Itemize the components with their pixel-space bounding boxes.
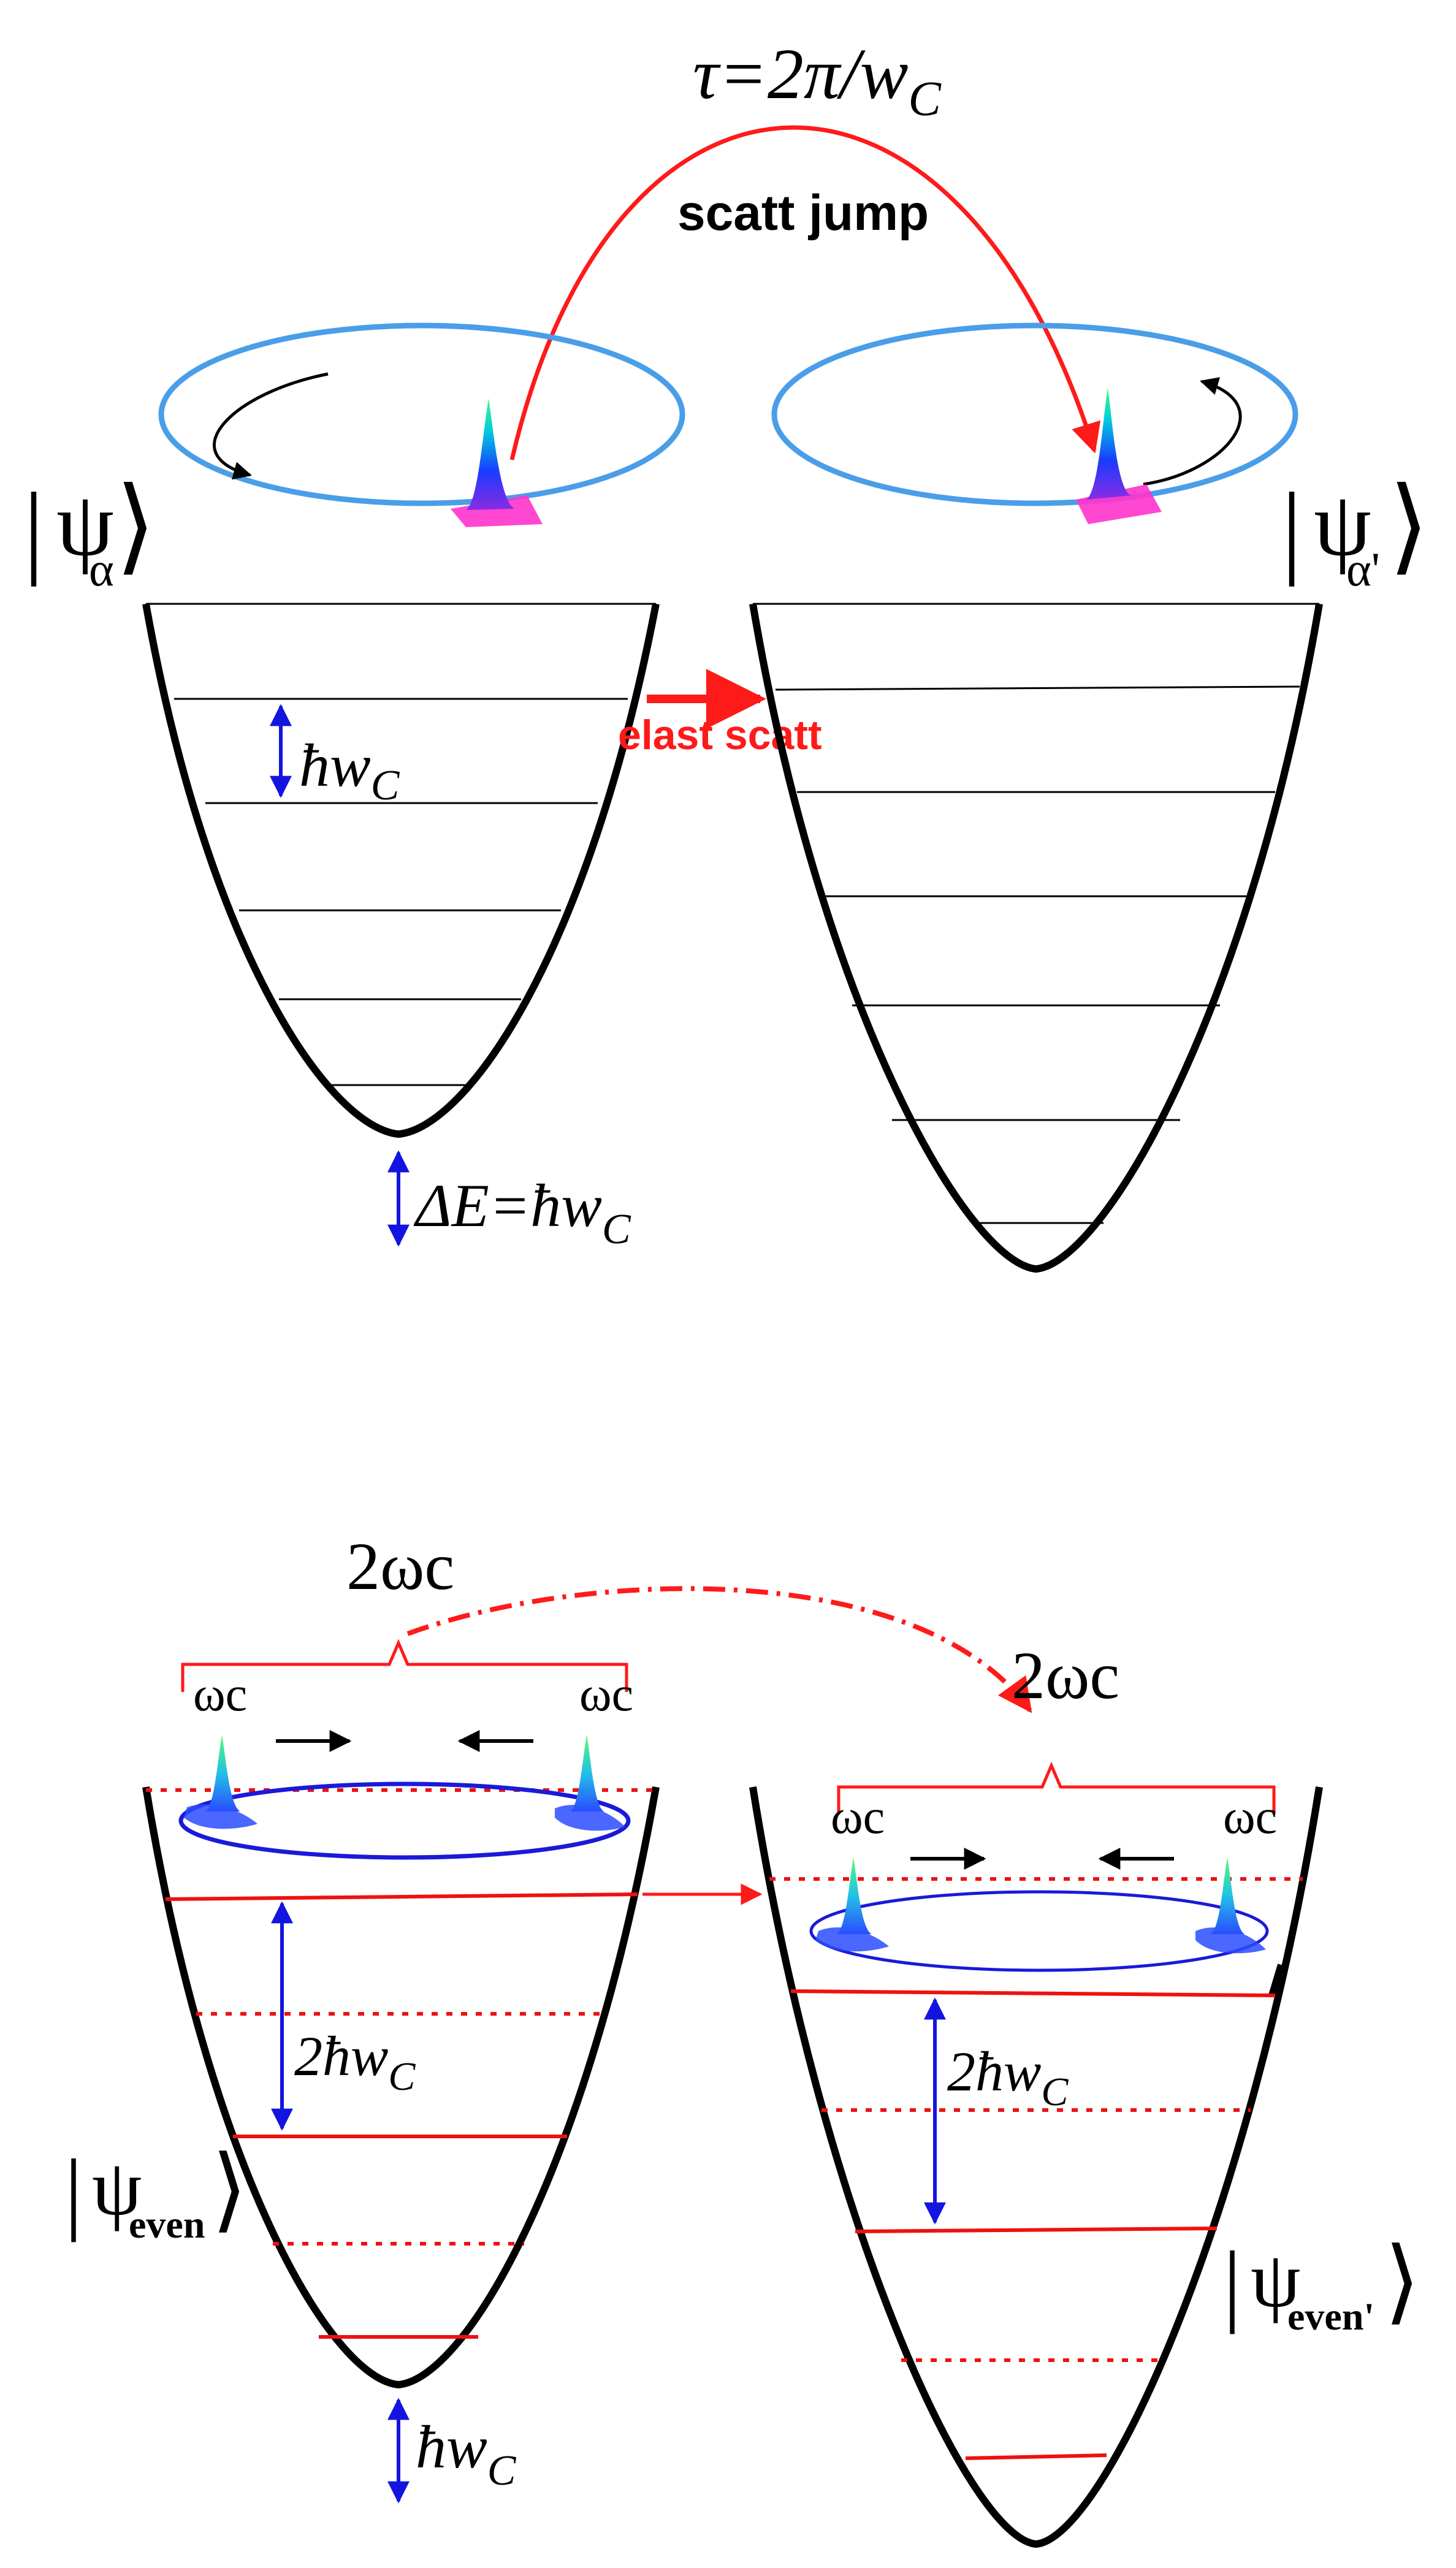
energy-level (790, 1989, 1276, 1997)
bracket-right (837, 1761, 1276, 1815)
spacing-label-bottom-left: 2ħwC (294, 2025, 416, 2099)
energy-levels-bottom-right (769, 1877, 1303, 2460)
energy-levels-right (753, 603, 1319, 1224)
rotation-arrow-left (213, 372, 329, 480)
tau-label: τ=2π/wC (693, 34, 942, 126)
svg-text:even: even (129, 2203, 205, 2246)
spacing-label-bottom-right: 2ħwC (947, 2040, 1069, 2114)
wave-packet-bottom-right-1 (815, 1857, 889, 1952)
energy-levels-left (146, 603, 656, 1086)
svg-text:even': even' (1287, 2295, 1374, 2338)
orbit-bottom-right (809, 1890, 1269, 1972)
omega-label: ωc (1223, 1790, 1277, 1844)
orbit-bottom-left (178, 1781, 631, 1860)
energy-levels-bottom-left (146, 1788, 656, 2339)
rotation-arrow-right (1143, 377, 1242, 486)
spacing-label-top: ħwC (299, 731, 400, 809)
svg-text:|: | (1223, 2233, 1241, 2334)
omega-label: ωc (193, 1667, 247, 1721)
svg-text:⟩: ⟩ (212, 2139, 248, 2241)
ket-psi-alpha-prime: | ψ α' ⟩ (1281, 468, 1429, 596)
potential-well-bottom-right (749, 1786, 1323, 2548)
well-edge-right-notch (1268, 1964, 1285, 1997)
svg-text:⟩: ⟩ (1389, 468, 1429, 584)
omega-label: ωc (579, 1667, 633, 1721)
wave-packet-left (451, 398, 543, 527)
potential-well-bottom-left (142, 1786, 660, 2389)
svg-text:α': α' (1346, 543, 1380, 596)
svg-text:ψ: ψ (92, 2144, 142, 2232)
svg-text:|: | (64, 2141, 83, 2242)
potential-well-left (142, 603, 660, 1138)
pair-label-left: 2ωc (346, 1529, 454, 1604)
svg-text:ψ: ψ (1314, 473, 1371, 575)
svg-text:⟩: ⟩ (1384, 2231, 1420, 2333)
svg-text:⟩: ⟩ (115, 468, 156, 584)
elastic-scatter-label: elast scatt (618, 712, 822, 758)
orbit-left (158, 322, 685, 506)
svg-text:ψ: ψ (56, 473, 114, 575)
ket-psi-alpha: | ψ α ⟩ (23, 468, 156, 596)
orbit-right (771, 322, 1298, 506)
energy-level (965, 2453, 1107, 2460)
ket-psi-even-prime: | ψ even' ⟩ (1223, 2231, 1420, 2338)
gap-label-top: ΔE=ħwC (413, 1172, 631, 1253)
svg-text:α: α (89, 543, 114, 596)
wave-packet-bottom-left-2 (555, 1735, 625, 1831)
svg-text:|: | (1281, 471, 1302, 587)
wave-packet-bottom-right-2 (1195, 1857, 1266, 1954)
ket-psi-even: | ψ even ⟩ (64, 2139, 248, 2246)
omega-label: ωc (831, 1790, 885, 1844)
wave-packet-right (1076, 387, 1162, 524)
svg-text:|: | (23, 471, 44, 587)
svg-text:ψ: ψ (1251, 2236, 1300, 2324)
bracket-left (181, 1639, 628, 1692)
energy-level (165, 1892, 638, 1901)
dashdot-arc-arrow (406, 1586, 1032, 1713)
gap-label-bottom: ħwC (416, 2413, 517, 2494)
pair-label-right: 2ωc (1012, 1638, 1119, 1713)
scatt-jump-arrow (509, 125, 1101, 460)
wave-packet-bottom-left-1 (184, 1735, 257, 1829)
potential-well-right (749, 603, 1323, 1273)
energy-level (775, 685, 1300, 691)
scatt-jump-label: scatt jump (677, 185, 929, 241)
energy-level (855, 2227, 1218, 2233)
